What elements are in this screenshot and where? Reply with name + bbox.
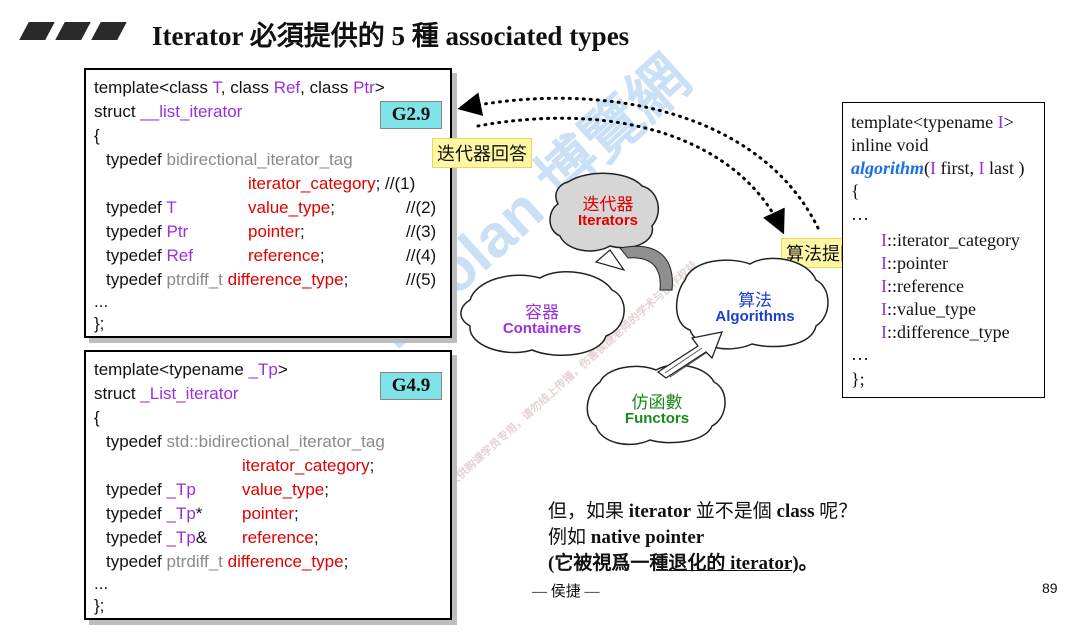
code-line: I::reference	[881, 275, 964, 298]
code-line: …	[851, 343, 869, 366]
question-line-3: (它被視爲一種退化的 iterator)。	[548, 548, 818, 575]
algorithm-code-box: template<typename I> inline void algorit…	[842, 102, 1045, 398]
code-line: I::difference_type	[881, 321, 1010, 344]
code-line: };	[851, 368, 865, 391]
iterators-node: 迭代器 Iterators	[554, 190, 662, 240]
containers-node: 容器 Containers	[464, 298, 620, 348]
author-footer: — 侯捷 —	[532, 580, 600, 601]
functors-node: 仿函數 Functors	[590, 388, 724, 438]
code-line: algorithm(I first, I last )	[851, 157, 1025, 180]
stl-diagram: 迭代器 Iterators 容器 Containers 算法 Algorithm…	[460, 160, 840, 460]
algorithms-node: 算法 Algorithms	[680, 286, 830, 336]
question-line-1: 但，如果 iterator 並不是個 class 呢？	[548, 496, 857, 523]
question-line-2: 例如 native pointer	[548, 522, 704, 549]
code-line: …	[851, 203, 869, 226]
code-line: template<typename I>	[851, 111, 1014, 134]
code-line: I::pointer	[881, 252, 948, 275]
code-line: I::iterator_category	[881, 229, 1020, 252]
code-line: {	[851, 180, 860, 203]
code-line: I::value_type	[881, 298, 976, 321]
code-line: inline void	[851, 134, 929, 157]
page-number: 89	[1042, 580, 1058, 596]
